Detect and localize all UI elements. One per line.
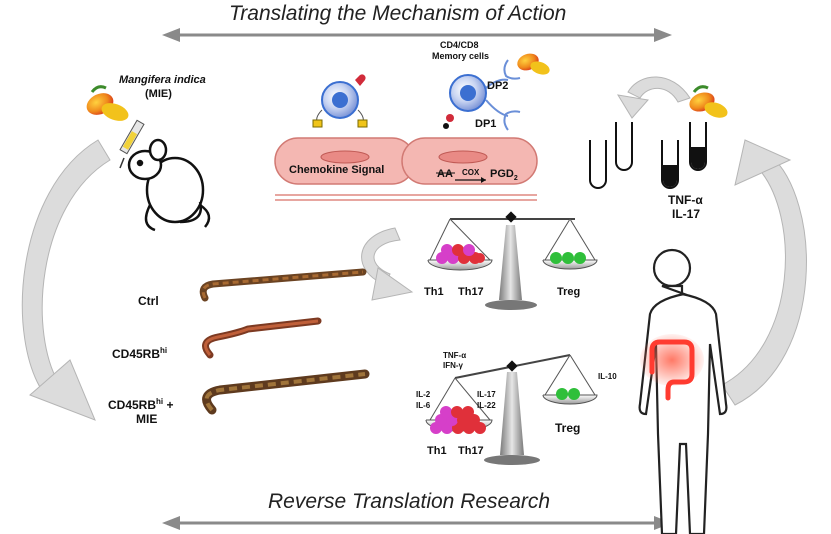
- test-tubes: [589, 122, 707, 189]
- aa-label: AA: [437, 168, 453, 180]
- top-title: Translating the Mechanism of Action: [229, 2, 567, 25]
- ctrl-label: Ctrl: [138, 294, 159, 308]
- scale-bottom-il6: IL-6: [416, 401, 431, 410]
- scale-top-treg: Treg: [557, 286, 581, 298]
- cells-top-th: [436, 244, 485, 264]
- mouse-icon: [127, 138, 211, 232]
- scale-bottom-th1: Th1: [427, 445, 447, 457]
- dp2-label: DP2: [487, 80, 509, 92]
- cd45-label: CD45RBhi: [112, 346, 168, 361]
- mango-right-icon: [689, 85, 728, 118]
- scale-top-th17: Th17: [458, 286, 484, 298]
- scale-bottom-il17: IL-17: [477, 390, 496, 399]
- scale-top-th1: Th1: [424, 286, 444, 298]
- memory-cells-line2: Memory cells: [432, 51, 490, 61]
- colon-cd45: [202, 317, 322, 359]
- bottom-double-arrow: [162, 516, 672, 530]
- plant-abbr: (MIE): [145, 88, 172, 100]
- cox-label: COX: [462, 168, 480, 177]
- cells-bottom-th: [430, 406, 486, 434]
- tnf-top-label: TNF-α: [668, 193, 703, 207]
- mango-small-icon: [517, 53, 550, 75]
- il17-top-label: IL-17: [672, 207, 701, 221]
- scale-bottom-il10: IL-10: [598, 372, 617, 381]
- scale-bottom-ifn: IFN-γ: [443, 361, 463, 370]
- plant-name: Mangifera indica: [119, 74, 206, 86]
- immune-cell-right: [443, 59, 521, 131]
- colon-cd45-mie: [202, 369, 370, 415]
- top-double-arrow: [162, 28, 672, 42]
- cell-membrane: [274, 137, 538, 201]
- human-body-icon: [638, 248, 728, 534]
- scale-bottom-il2: IL-2: [416, 390, 431, 399]
- syringe-icon: [119, 119, 145, 169]
- cells-top-treg: [550, 252, 586, 264]
- dp1-label: DP1: [475, 118, 497, 130]
- scale-bottom-treg: Treg: [555, 421, 581, 435]
- mango-icon: [86, 85, 129, 121]
- scale-bottom-il22: IL-22: [477, 401, 496, 410]
- scale-bottom-tnf: TNF-α: [443, 351, 467, 360]
- immune-cell-left: [312, 74, 368, 128]
- tubes-curved-arrow: [617, 76, 691, 119]
- chemokine-label: Chemokine Signal: [289, 164, 385, 176]
- cells-bottom-treg: [556, 388, 580, 400]
- colon-ctrl: [199, 268, 367, 302]
- cd45-mie-label: CD45RBhi +: [108, 397, 174, 412]
- left-curved-arrow: [21, 139, 111, 421]
- middle-curved-arrow: [361, 227, 414, 301]
- inflamed-gut-icon: [640, 334, 704, 401]
- memory-cells-line1: CD4/CD8: [440, 40, 479, 50]
- pgd-label: PGD2: [490, 168, 518, 183]
- cd45-mie-line2: MIE: [136, 412, 158, 426]
- bottom-title: Reverse Translation Research: [268, 490, 551, 513]
- right-curved-arrow: [721, 139, 807, 406]
- scale-bottom-th17: Th17: [458, 445, 484, 457]
